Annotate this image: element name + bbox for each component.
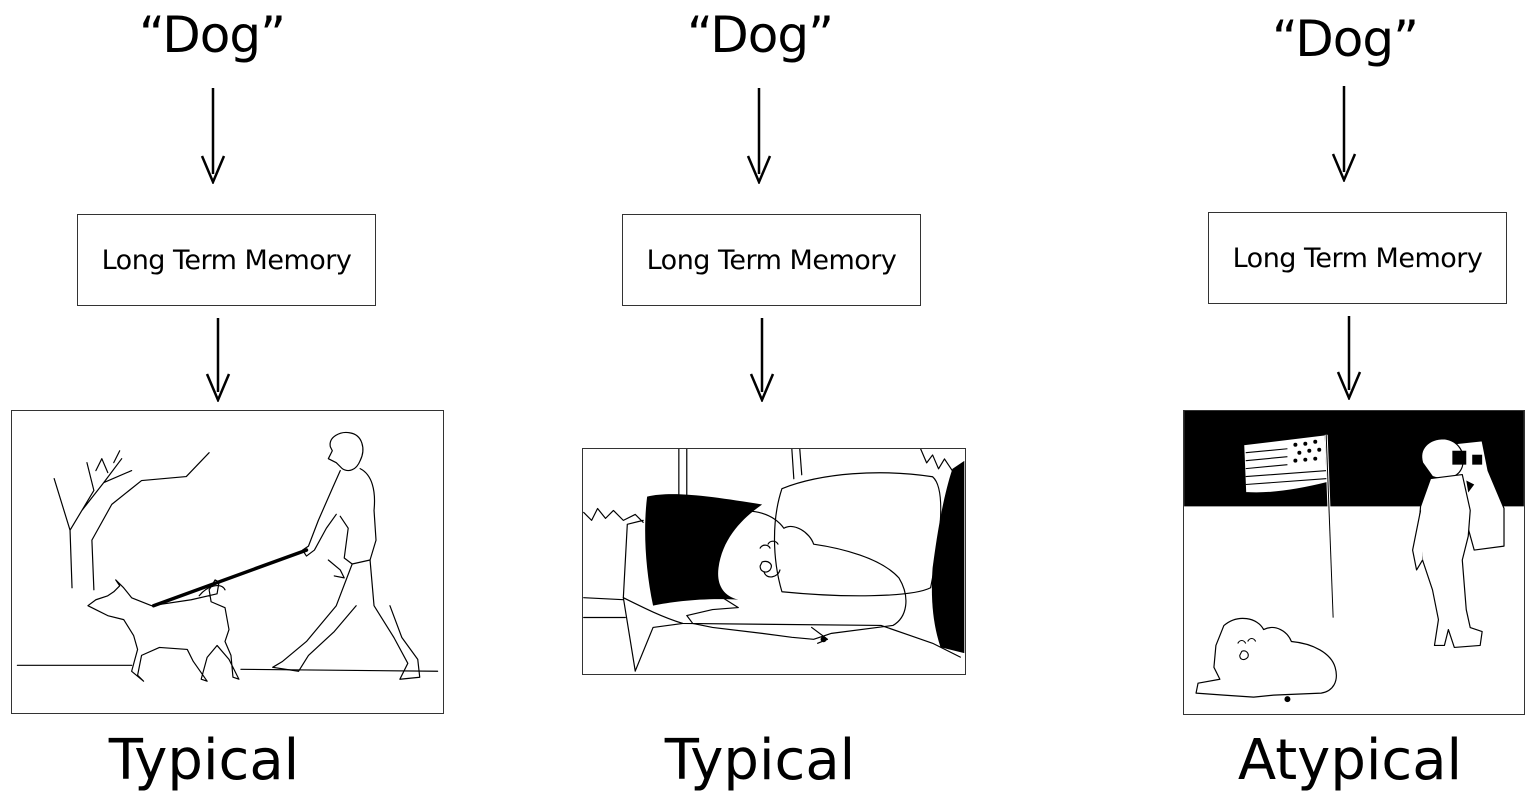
- cue-word-1: “Dog”: [138, 6, 286, 64]
- dog-on-moon-illustration: [1184, 411, 1524, 703]
- dog-on-couch-scene: [582, 448, 966, 675]
- dog-on-moon-scene: [1183, 410, 1525, 715]
- long-term-memory-box-2: Long Term Memory: [622, 214, 921, 306]
- caption-2: Typical: [664, 728, 856, 793]
- cue-word-3: “Dog”: [1271, 10, 1419, 68]
- arrow-down-icon: [205, 318, 231, 402]
- long-term-memory-box-3: Long Term Memory: [1208, 212, 1507, 304]
- caption-1: Typical: [108, 728, 300, 793]
- arrow-down-icon: [1336, 316, 1362, 400]
- arrow-down-icon: [749, 318, 775, 402]
- arrow-down-icon: [1331, 86, 1357, 182]
- long-term-memory-box-1: Long Term Memory: [77, 214, 376, 306]
- dog-walking-illustration: [16, 431, 439, 682]
- cue-word-2: “Dog”: [686, 6, 834, 64]
- dog-on-couch-illustration: [583, 449, 965, 672]
- dog-walking-scene: [11, 410, 444, 714]
- arrow-down-icon: [746, 88, 772, 184]
- arrow-down-icon: [200, 88, 226, 184]
- caption-3: Atypical: [1237, 728, 1463, 793]
